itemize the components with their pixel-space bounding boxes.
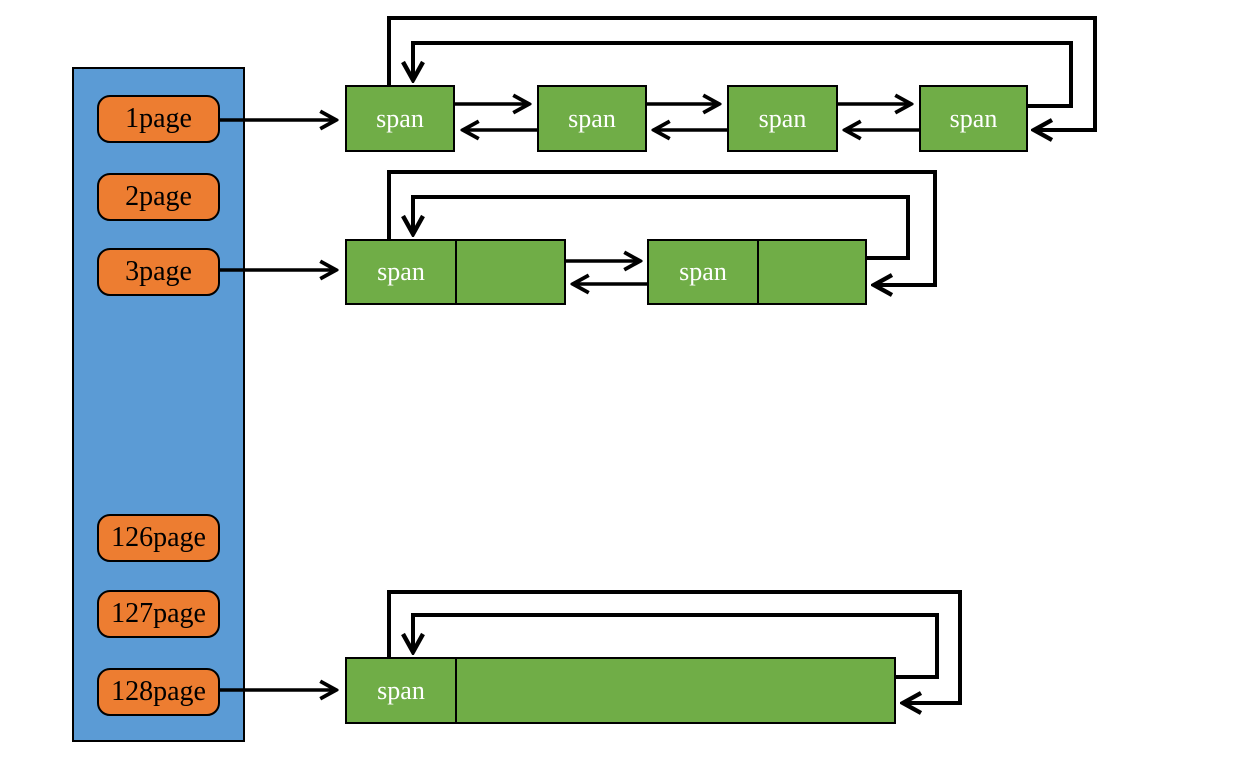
span-node-label: span (377, 675, 425, 705)
page-bucket-label: 1page (125, 103, 192, 134)
span-pages-cell (759, 241, 865, 303)
span-node: span (345, 657, 896, 724)
page-bucket-label: 128page (111, 676, 206, 707)
page-bucket-128page: 128page (97, 668, 220, 716)
span-node: span (345, 85, 455, 152)
page-bucket-label: 126page (111, 522, 206, 553)
page-bucket-label: 127page (111, 598, 206, 629)
span-node-label: span (758, 103, 807, 133)
span-node-label: span (568, 103, 616, 133)
span-label-cell: span (649, 241, 759, 303)
page-bucket-label: 2page (125, 181, 192, 212)
page-bucket-label: 3page (125, 256, 192, 287)
span-label-cell: span (347, 241, 457, 303)
span-pages-cell (457, 241, 564, 303)
span-node: span (727, 85, 838, 152)
span-node: span (919, 85, 1028, 152)
span-node-label: span (949, 103, 998, 133)
span-label-cell: span (347, 659, 457, 722)
span-node-label: span (376, 103, 424, 133)
page-bucket-1page: 1page (97, 95, 220, 143)
page-bucket-126page: 126page (97, 514, 220, 562)
span-node: span (537, 85, 647, 152)
span-node-label: span (377, 257, 425, 286)
page-bucket-array (72, 67, 245, 742)
span-pages-cell (457, 659, 894, 722)
span-node-label: span (679, 257, 727, 286)
span-node: span (647, 239, 867, 305)
page-bucket-3page: 3page (97, 248, 220, 296)
span-node: span (345, 239, 566, 305)
page-bucket-127page: 127page (97, 590, 220, 638)
page-bucket-2page: 2page (97, 173, 220, 221)
